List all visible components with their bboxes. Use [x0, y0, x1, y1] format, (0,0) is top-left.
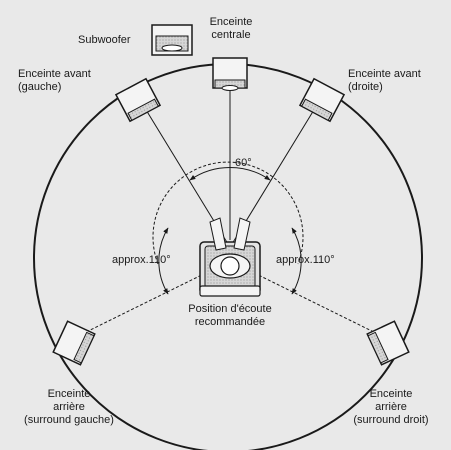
listening-label-line-1: Position d'écoute	[170, 303, 290, 316]
rear-left-label-line-1: Enceinte	[4, 388, 134, 401]
front-left-label-line-2: (gauche)	[18, 81, 91, 94]
front-right-label-line-2: (droite)	[348, 81, 421, 94]
subwoofer-label: Subwoofer	[78, 34, 131, 47]
rear-right-label-line-2: arrière	[336, 401, 446, 414]
center-label-line-2: centrale	[198, 29, 264, 42]
center-speaker-label: Enceinte centrale	[198, 16, 264, 42]
rear-left-label: Enceinte arrière (surround gauche)	[4, 388, 134, 427]
rear-right-label: Enceinte arrière (surround droit)	[336, 388, 446, 427]
rear-right-label-line-1: Enceinte	[336, 388, 446, 401]
angle-110-left-label: approx.110°	[112, 254, 171, 267]
rear-right-label-line-3: (surround droit)	[336, 414, 446, 427]
subwoofer-speaker	[152, 25, 192, 55]
rear-left-label-line-2: arrière	[4, 401, 134, 414]
front-left-label-line-1: Enceinte avant	[18, 68, 91, 81]
rear-left-label-line-3: (surround gauche)	[4, 414, 134, 427]
listening-position-label: Position d'écoute recommandée	[170, 303, 290, 329]
angle-110-right-label: approx.110°	[276, 254, 335, 267]
front-left-label: Enceinte avant (gauche)	[18, 68, 91, 94]
center-speaker	[213, 58, 247, 91]
front-left-speaker	[116, 79, 160, 121]
front-right-label-line-1: Enceinte avant	[348, 68, 421, 81]
rear-right-speaker	[367, 321, 409, 364]
listening-label-line-2: recommandée	[170, 316, 290, 329]
front-right-speaker	[300, 79, 344, 121]
front-right-label: Enceinte avant (droite)	[348, 68, 421, 94]
center-label-line-1: Enceinte	[198, 16, 264, 29]
angle-60-label: 60°	[235, 157, 252, 170]
rear-left-speaker	[53, 321, 95, 364]
